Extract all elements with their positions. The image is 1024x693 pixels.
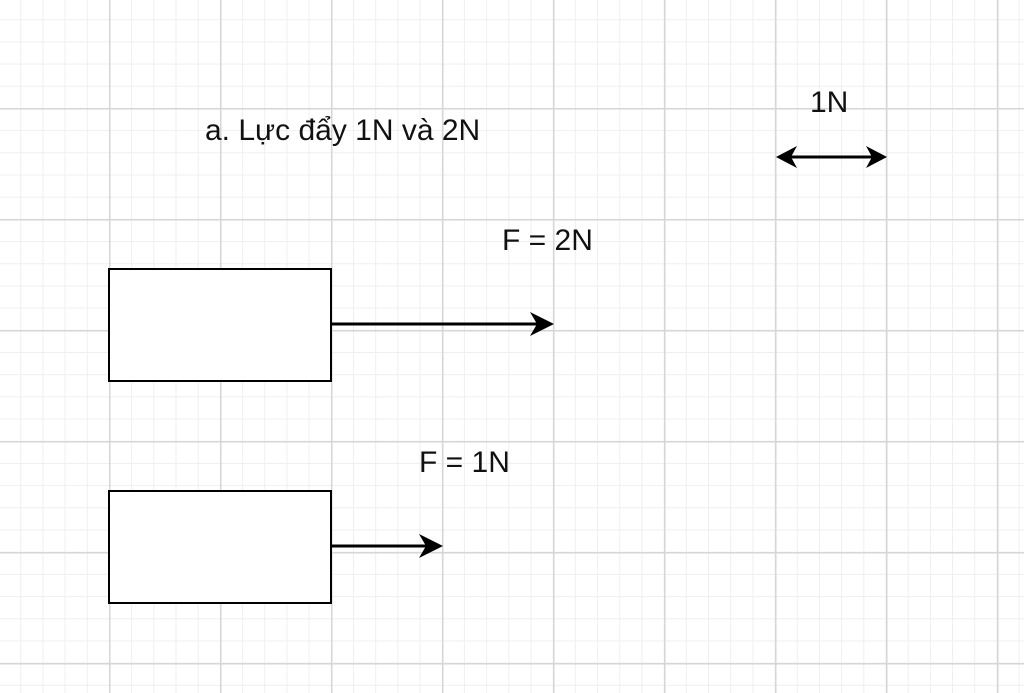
object-box-bottom — [108, 490, 332, 604]
force-arrow-top — [332, 312, 554, 336]
force-arrow-bottom — [332, 534, 443, 558]
scale-double-arrow — [776, 146, 887, 168]
scale-label: 1N — [810, 86, 849, 119]
object-box-top — [108, 268, 332, 382]
diagram-title: a. Lực đẩy 1N và 2N — [205, 114, 481, 147]
force-label-bottom: F = 1N — [419, 446, 510, 479]
force-label-top: F = 2N — [502, 224, 593, 257]
